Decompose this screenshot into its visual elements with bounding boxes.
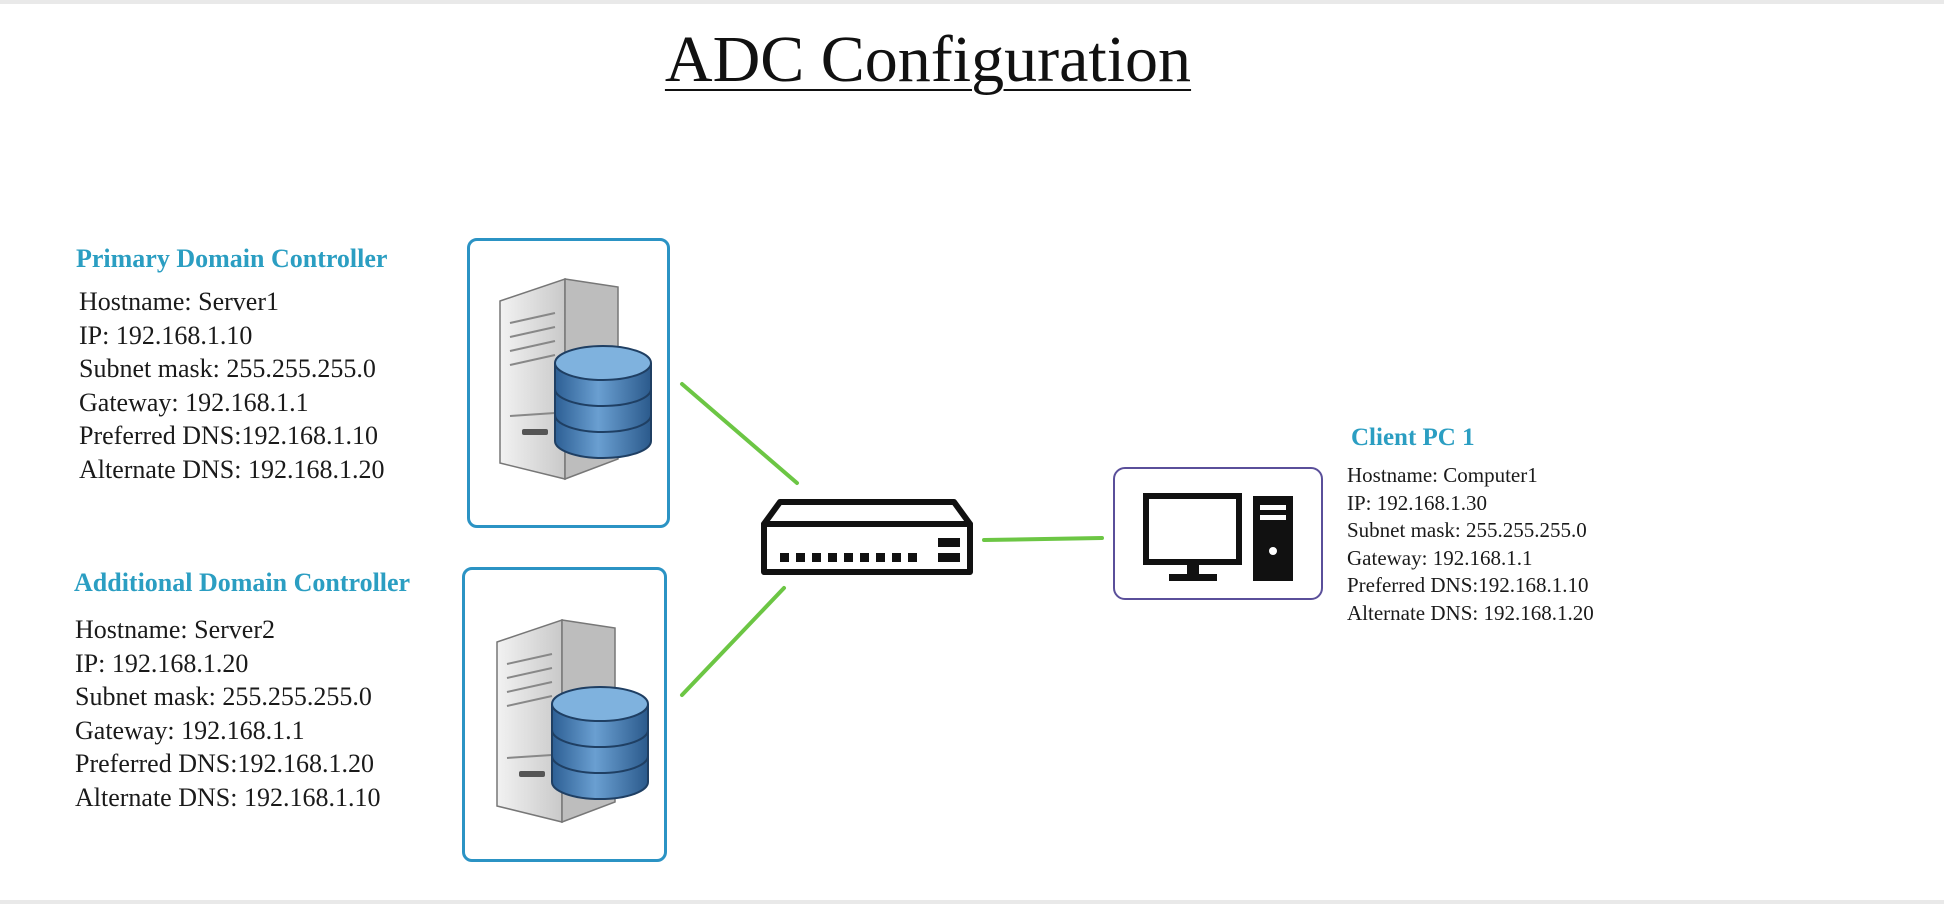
- primary-dc-info: Hostname: Server1 IP: 192.168.1.10 Subne…: [79, 285, 384, 486]
- additional-hostname: Hostname: Server2: [75, 615, 276, 644]
- primary-alternate-dns: Alternate DNS: 192.168.1.20: [79, 454, 385, 484]
- client-subnet: Subnet mask: 255.255.255.0: [1347, 518, 1587, 542]
- link-server2-switch: [680, 586, 786, 697]
- client-alternate-dns: Alternate DNS: 192.168.1.20: [1347, 600, 1594, 625]
- primary-dc-heading: Primary Domain Controller: [76, 244, 388, 273]
- primary-dc-box: [467, 238, 670, 528]
- client-pc-box: [1113, 467, 1323, 600]
- additional-dc-info: Hostname: Server2 IP: 192.168.1.20 Subne…: [75, 613, 380, 814]
- client-info: Hostname: Computer1 IP: 192.168.1.30 Sub…: [1347, 462, 1594, 627]
- link-server1-switch: [680, 382, 799, 485]
- additional-gateway: Gateway: 192.168.1.1: [75, 715, 305, 745]
- client-hostname: Hostname: Computer1: [1347, 463, 1538, 487]
- additional-dc-heading: Additional Domain Controller: [74, 568, 411, 597]
- additional-subnet: Subnet mask: 255.255.255.0: [75, 682, 372, 711]
- database-server-icon: [499, 277, 652, 481]
- client-ip: IP: 192.168.1.30: [1347, 490, 1488, 515]
- additional-ip: IP: 192.168.1.20: [75, 648, 249, 678]
- primary-preferred-dns: Preferred DNS:192.168.1.10: [79, 421, 378, 450]
- desktop-computer-icon: [1143, 493, 1293, 581]
- primary-subnet: Subnet mask: 255.255.255.0: [79, 354, 376, 383]
- bottom-border: [0, 900, 1944, 904]
- client-preferred-dns: Preferred DNS:192.168.1.10: [1347, 573, 1589, 597]
- top-border: [0, 0, 1944, 4]
- link-switch-client: [982, 536, 1104, 542]
- page-title: ADC Configuration: [664, 23, 1192, 96]
- additional-alternate-dns: Alternate DNS: 192.168.1.10: [75, 782, 381, 812]
- primary-gateway: Gateway: 192.168.1.1: [79, 387, 309, 417]
- client-gateway: Gateway: 192.168.1.1: [1347, 545, 1533, 570]
- primary-ip: IP: 192.168.1.10: [79, 320, 253, 350]
- additional-dc-box: [462, 567, 667, 862]
- client-heading: Client PC 1: [1351, 424, 1475, 451]
- network-switch-icon: [761, 499, 973, 575]
- additional-preferred-dns: Preferred DNS:192.168.1.20: [75, 749, 374, 778]
- primary-hostname: Hostname: Server1: [79, 287, 280, 316]
- database-server-icon: [496, 618, 649, 824]
